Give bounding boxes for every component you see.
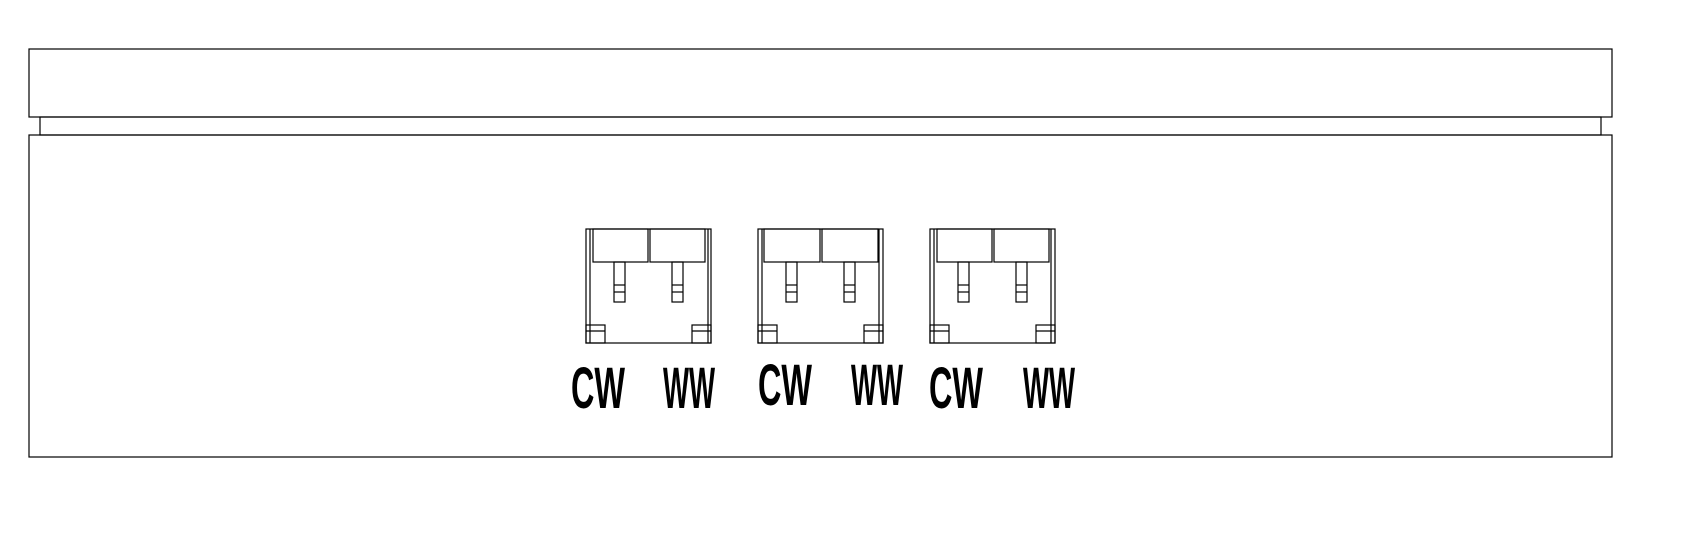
pin-ww [843, 261, 856, 303]
pin-cw [613, 261, 626, 303]
latch-left [757, 324, 778, 344]
pin-slot-ww [821, 228, 879, 263]
pin-ww [671, 261, 684, 303]
lid-top-panel [28, 48, 1613, 118]
lid-rail [39, 116, 1602, 136]
pin-slot-cw [936, 228, 993, 263]
pin-ww [1015, 261, 1028, 303]
latch-left [585, 324, 606, 344]
connector-label-ww: WW [663, 356, 715, 421]
connector-block-3: CW WW [929, 228, 1075, 421]
connector-label-cw: CW [929, 356, 983, 421]
pin-cw [785, 261, 798, 303]
latch-right [863, 324, 884, 344]
connector-label-cw: CW [571, 356, 625, 421]
connector-block-2: CW WW [757, 228, 903, 418]
connector-block-1: CW WW [571, 228, 715, 421]
connector-label-cw: CW [758, 353, 812, 418]
pin-slot-ww [993, 228, 1050, 263]
latch-left [929, 324, 950, 344]
main-body-panel [28, 134, 1613, 458]
pin-slot-cw [592, 228, 649, 263]
latch-right [1035, 324, 1056, 344]
pin-slot-ww [649, 228, 706, 263]
connector-label-ww: WW [851, 353, 903, 418]
latch-right [691, 324, 712, 344]
pin-cw [957, 261, 970, 303]
connector-label-ww: WW [1023, 356, 1075, 421]
pin-slot-cw [763, 228, 821, 263]
